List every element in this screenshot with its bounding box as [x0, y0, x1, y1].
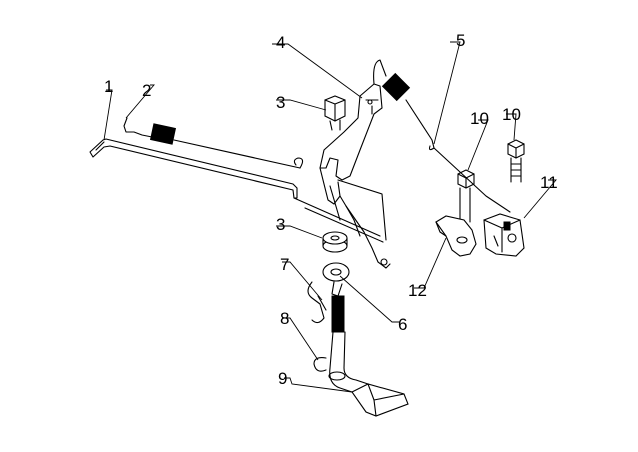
part-tension-spring: [373, 59, 435, 151]
callout-5: 5: [456, 31, 465, 50]
callout-11: 11: [540, 173, 558, 192]
part-nut-top: [324, 95, 346, 131]
part-bracket: [483, 213, 525, 257]
callout-1: 1: [104, 77, 113, 96]
part-washer: [322, 262, 350, 282]
part-cable: [433, 147, 511, 213]
callout-12: 12: [408, 281, 427, 300]
callout-6: 6: [398, 315, 407, 334]
leader-lines: [103, 41, 557, 393]
part-rod: [89, 138, 298, 199]
callout-4: 4: [276, 33, 285, 52]
part-bolt-right: [507, 139, 525, 183]
callout-10-right: 10: [502, 105, 521, 124]
callout-10-left: 10: [470, 109, 489, 128]
part-lever: [293, 83, 391, 269]
part-circlip: [313, 357, 327, 372]
part-spring-pin: [307, 281, 327, 324]
part-bushing: [322, 231, 348, 253]
callout-2: 2: [142, 81, 151, 100]
callout-8: 8: [280, 309, 289, 328]
callout-7: 7: [280, 255, 289, 274]
callout-3-middle: 3: [276, 215, 285, 234]
callout-labels: 1 2 3 4 5 10 10 11 3 7 6 12 8 9: [104, 31, 558, 388]
part-clevis-plate: [435, 215, 477, 257]
part-spring-hook: [123, 117, 304, 169]
part-pedal: [351, 383, 409, 417]
callout-9: 9: [278, 369, 287, 388]
part-pedal-shaft: [328, 281, 369, 393]
callout-3-top: 3: [276, 93, 285, 112]
